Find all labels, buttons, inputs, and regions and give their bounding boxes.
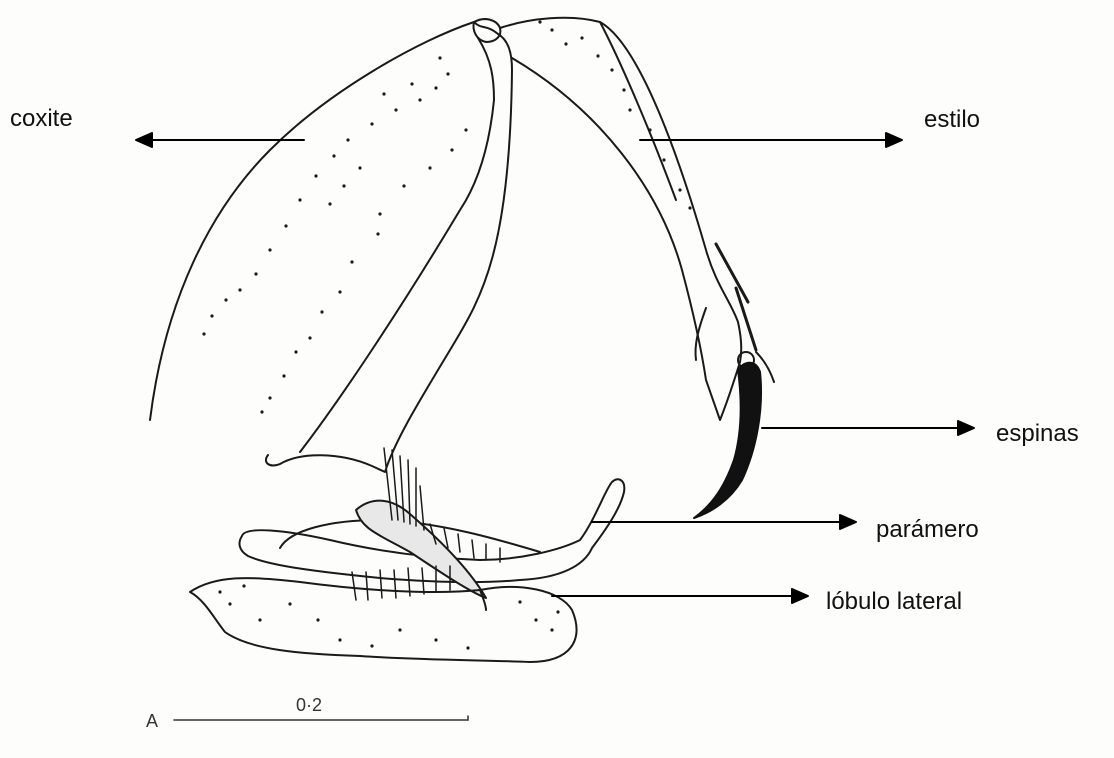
lobulo-arrowhead xyxy=(792,589,808,603)
label-lobulo-lateral: lóbulo lateral xyxy=(826,590,962,614)
label-coxite: coxite xyxy=(10,107,73,131)
scale-bar-value: 0·2 xyxy=(296,696,322,714)
estilo-inner-edge xyxy=(600,22,676,200)
label-paramero: parámero xyxy=(876,518,979,542)
paramero-arrowhead xyxy=(840,515,856,529)
estilo-arrowhead xyxy=(886,133,902,147)
pointer-arrows xyxy=(136,133,974,603)
espina-spine xyxy=(694,363,761,518)
coxite-joint-knob xyxy=(474,19,501,42)
panel-letter: A xyxy=(146,712,158,730)
coxite-arrowhead xyxy=(136,133,152,147)
lobulo-stipple xyxy=(218,584,559,649)
lobulo-lateral-outline xyxy=(190,578,577,662)
label-estilo: estilo xyxy=(924,108,980,132)
espinas-arrowhead xyxy=(958,421,974,435)
coxite-stipple xyxy=(202,56,467,413)
estilo-outline xyxy=(500,18,741,420)
label-espinas: espinas xyxy=(996,422,1079,446)
coxite-outline xyxy=(150,22,512,472)
estilo-seta-1 xyxy=(716,244,748,302)
